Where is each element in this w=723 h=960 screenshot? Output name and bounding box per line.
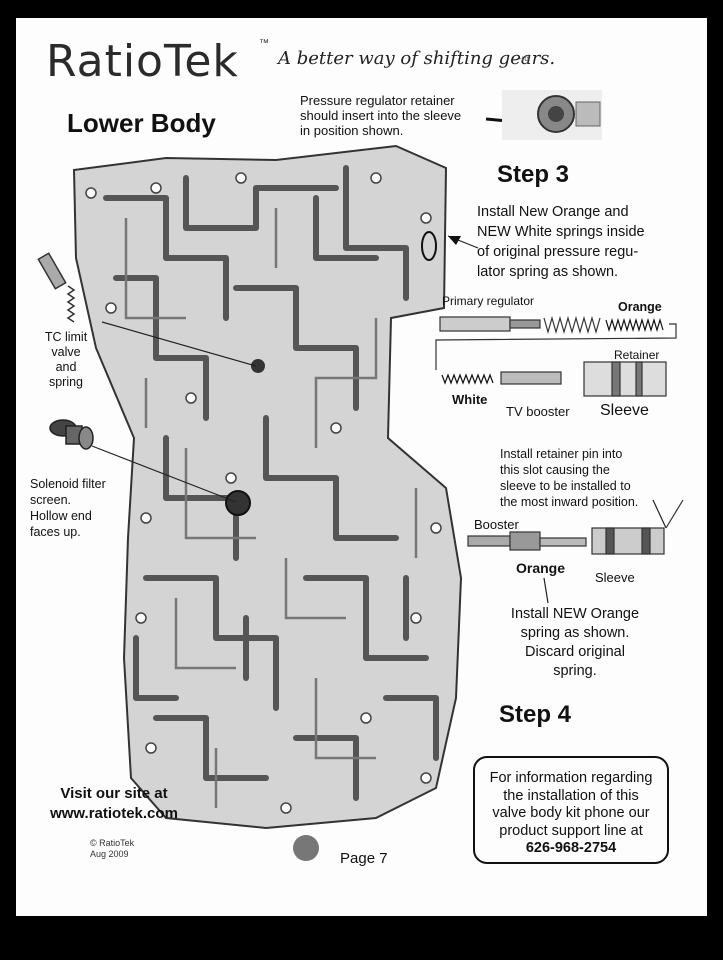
website-note: Visit our site at www.ratiotek.com	[34, 784, 194, 824]
orange-spring-label: Orange	[618, 300, 662, 314]
page-title: Lower Body	[67, 108, 216, 138]
instruction-line: Discard original	[525, 644, 625, 660]
support-phone[interactable]: 626-968-2754	[525, 840, 617, 856]
copyright-line: © RatioTek	[90, 838, 135, 848]
solenoid-filter-part	[49, 419, 94, 450]
note-line: this slot causing the	[500, 463, 610, 477]
callout-line: Solenoid filter	[30, 477, 106, 491]
step4-heading: Step 4	[499, 701, 572, 728]
retainer-pin-note: Install retainer pin into this slot caus…	[500, 446, 638, 510]
retainer-label: Retainer	[614, 348, 660, 362]
info-line: valve body kit phone our	[492, 805, 650, 821]
primary-regulator-assembly	[435, 315, 677, 397]
callout-line: screen.	[30, 493, 71, 507]
support-info-box: For information regarding the installati…	[473, 756, 669, 864]
note-line: Install retainer pin into	[500, 447, 623, 461]
callout-line: and	[55, 360, 77, 374]
page-number: Page 7	[340, 850, 388, 867]
white-spring-label: White	[452, 392, 488, 407]
pressure-retainer-note: Pressure regulator retainer should inser…	[300, 93, 461, 138]
step4-sleeve-label: Sleeve	[595, 570, 635, 585]
callout-line: faces up.	[30, 525, 81, 539]
tv-booster-label: TV booster	[506, 404, 570, 419]
tagline: A better way of shifting gears.	[278, 48, 556, 69]
instruction-line: lator spring as shown.	[477, 264, 619, 280]
step4-orange-label: Orange	[516, 560, 566, 576]
instruction-line: Install NEW Orange	[510, 606, 640, 622]
tagline-mark: -rq	[519, 54, 529, 63]
website-link[interactable]: www.ratiotek.com	[50, 805, 178, 822]
info-line: the installation of this	[503, 787, 639, 804]
info-line: For information regarding	[489, 770, 653, 786]
note-line: should insert into the sleeve	[300, 108, 462, 123]
pressure-regulator-photo	[502, 90, 602, 140]
note-line: Pressure regulator retainer	[300, 93, 455, 108]
copyright-date: Aug 2009	[90, 849, 129, 859]
copyright: © RatioTek Aug 2009	[90, 838, 134, 860]
valve-body-illustration	[37, 90, 684, 861]
sleeve-label: Sleeve	[600, 402, 649, 419]
callout-line: TC limit valve	[44, 330, 88, 359]
callout-line: spring	[48, 375, 84, 389]
trademark-symbol: ™	[259, 38, 269, 49]
booster-label: Booster	[474, 517, 519, 532]
site-line: Visit our site at	[60, 785, 168, 802]
instruction-line: Install New Orange and	[477, 204, 629, 220]
instruction-page: RatioTek ™ A better way of shifting gear…	[16, 18, 707, 916]
instruction-line: spring as shown.	[520, 625, 630, 641]
callout-line: Hollow end	[30, 509, 92, 523]
step4-instructions: Install NEW Orange spring as shown. Disc…	[490, 605, 660, 681]
tc-limit-callout: TC limit valve and spring	[30, 330, 102, 390]
primary-regulator-label: Primary regulator	[442, 294, 535, 308]
step3-instructions: Install New Orange and NEW White springs…	[477, 202, 645, 282]
instruction-line: NEW White springs inside	[477, 224, 645, 240]
note-line: the most inward position.	[500, 495, 639, 509]
step3-heading: Step 3	[497, 161, 570, 188]
instruction-line: spring.	[553, 663, 597, 679]
instruction-line: of original pressure regu-	[477, 244, 639, 260]
booster-sleeve-assembly	[467, 499, 684, 555]
brand-logo: RatioTek	[46, 36, 239, 87]
note-line: sleeve to be installed to	[500, 479, 631, 493]
note-line: in position shown.	[300, 123, 404, 138]
info-line: product support line at	[499, 822, 643, 839]
solenoid-callout: Solenoid filter screen. Hollow end faces…	[30, 476, 106, 540]
